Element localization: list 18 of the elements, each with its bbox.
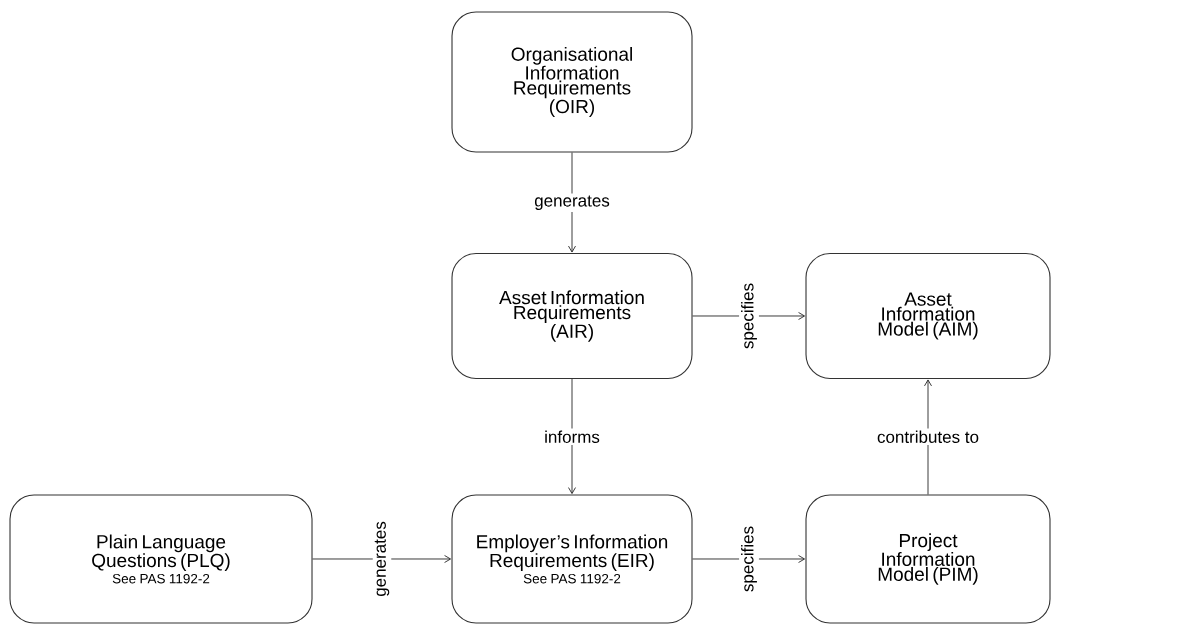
- arrow: [692, 555, 805, 563]
- process-box: Asset Information Model (AIM): [805, 252, 1051, 380]
- arrow: [312, 555, 451, 563]
- arrow: [692, 312, 805, 320]
- process-box: Asset Information Requirements (AIR): [451, 252, 693, 380]
- arrow: [568, 378, 576, 494]
- edge-label: generates: [372, 519, 392, 599]
- process-box: Organisational Information Requirements (OIR): [451, 11, 693, 153]
- edge-label: contributes to: [875, 428, 982, 445]
- edge-label: specifies: [739, 280, 759, 352]
- edge-label: informs: [542, 428, 602, 445]
- edge-label: specifies: [739, 523, 759, 595]
- process-box: Plain Language Questions (PLQ) See PAS 1192-2: [9, 494, 313, 624]
- edge-label: generates: [532, 193, 612, 212]
- process-box: Employer’s Information Requirements (EIR) See PAS 1192-2: [451, 494, 693, 624]
- process-box: Project Information Model (PIM): [805, 494, 1051, 624]
- arrow: [924, 379, 932, 495]
- arrow: [568, 152, 576, 253]
